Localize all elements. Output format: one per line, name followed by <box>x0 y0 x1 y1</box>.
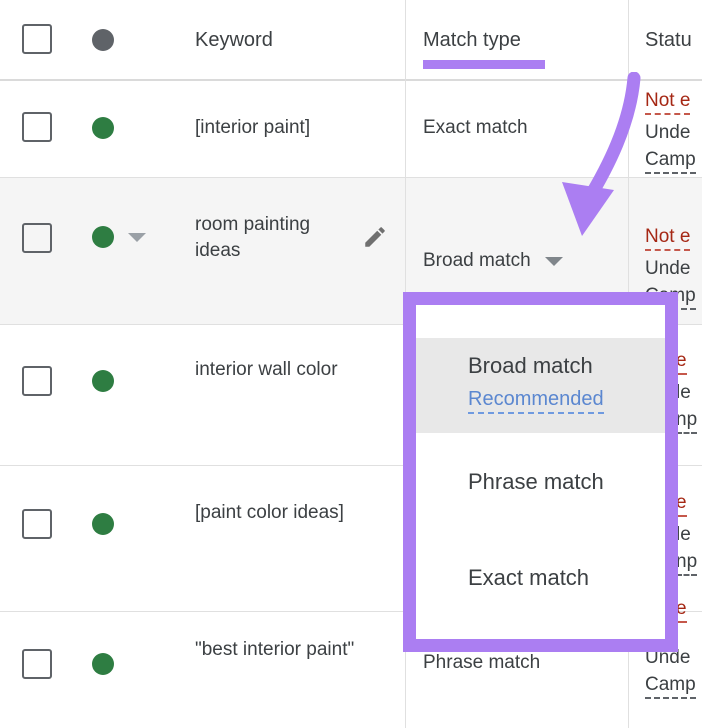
green-circle-icon <box>92 226 114 248</box>
row-keyword[interactable]: "best interior paint" <box>195 637 360 663</box>
column-header-keyword-label: Keyword <box>195 29 273 51</box>
checkbox-box <box>22 649 52 679</box>
status-line-3: Camp <box>645 147 696 174</box>
checkbox-box <box>22 223 52 253</box>
pencil-icon <box>365 227 385 247</box>
row-checkbox[interactable] <box>22 366 74 396</box>
column-header-match-type-label: Match type <box>423 29 521 51</box>
green-circle-icon <box>92 117 114 139</box>
checkbox-box <box>22 112 52 142</box>
column-header-status[interactable]: Statu <box>645 28 702 52</box>
checkbox-box <box>22 366 52 396</box>
row-status-cell[interactable]: e le np <box>676 490 698 576</box>
row-status-dot <box>92 653 166 675</box>
match-type-header-highlight-bar <box>423 60 545 69</box>
row-status-dot[interactable] <box>92 226 166 248</box>
green-circle-icon <box>92 370 114 392</box>
status-alert-text: e <box>676 348 687 375</box>
row-checkbox[interactable] <box>22 112 74 142</box>
row-status-cell[interactable]: Not e Unde Camp <box>645 88 696 174</box>
row-match-type[interactable]: Broad match <box>423 248 623 274</box>
row-keyword[interactable]: [interior paint] <box>195 115 360 141</box>
dropdown-option-broad-match[interactable]: Broad match Recommended <box>416 338 665 433</box>
grey-circle-icon <box>92 29 114 51</box>
dropdown-option-label: Phrase match <box>468 469 604 494</box>
green-circle-icon <box>92 513 114 535</box>
checkbox-box <box>22 24 52 54</box>
row-match-type[interactable]: Phrase match <box>423 650 623 676</box>
select-all-checkbox[interactable] <box>22 24 74 54</box>
column-header-status-label: Statu <box>645 29 692 51</box>
status-alert-text: Not e <box>645 224 691 251</box>
match-type-dropdown-menu[interactable]: Broad match Recommended Phrase match Exa… <box>416 305 665 639</box>
status-alert-text: e <box>676 490 687 517</box>
row-keyword-label: "best interior paint" <box>195 639 355 660</box>
column-header-match-type[interactable]: Match type <box>423 28 623 52</box>
status-line-3: np <box>676 407 698 434</box>
row-status-dot <box>92 370 166 392</box>
edit-keyword-button[interactable] <box>362 224 396 250</box>
row-checkbox[interactable] <box>22 223 74 253</box>
row-checkbox[interactable] <box>22 649 74 679</box>
row-match-type-label: Phrase match <box>423 652 541 673</box>
status-line-3: Camp <box>645 672 696 699</box>
status-line-2: Unde <box>645 258 691 279</box>
status-column-icon-header <box>92 29 166 51</box>
status-line-3: np <box>676 549 698 576</box>
row-status-cell[interactable]: e <box>676 596 687 623</box>
dropdown-option-label: Broad match <box>468 353 593 378</box>
status-alert-text: e <box>676 596 687 623</box>
dropdown-option-phrase-match[interactable]: Phrase match <box>416 459 665 509</box>
column-header-keyword[interactable]: Keyword <box>195 28 360 52</box>
status-line-2: le <box>676 524 691 545</box>
row-keyword[interactable]: [paint color ideas] <box>195 500 360 526</box>
status-line-2: le <box>676 382 691 403</box>
status-alert-text: Not e <box>645 88 691 115</box>
match-type-dropdown-callout: Broad match Recommended Phrase match Exa… <box>403 292 678 652</box>
row-keyword[interactable]: room painting ideas <box>195 212 360 264</box>
dropdown-option-label: Exact match <box>468 565 590 590</box>
row-status-dot <box>92 117 166 139</box>
row-status-dot <box>92 513 166 535</box>
row-keyword-label: [interior paint] <box>195 117 311 138</box>
row-match-type-label: Broad match <box>423 250 531 271</box>
checkbox-box <box>22 509 52 539</box>
chevron-down-icon[interactable] <box>545 257 564 267</box>
row-keyword[interactable]: interior wall color <box>195 357 360 383</box>
table-header-row: Keyword Match type Statu <box>0 0 702 81</box>
row-keyword-label: interior wall color <box>195 359 338 380</box>
table-row[interactable]: [interior paint] Exact match Not e Unde … <box>0 81 702 178</box>
row-status-cell-lines[interactable]: Unde Camp <box>645 645 696 699</box>
row-match-type-label: Exact match <box>423 117 528 138</box>
row-status-cell[interactable]: e le np <box>676 348 698 434</box>
status-line-2: Unde <box>645 122 691 143</box>
dropdown-option-exact-match[interactable]: Exact match <box>416 555 665 605</box>
row-keyword-label: room painting ideas <box>195 214 311 261</box>
green-circle-icon <box>92 653 114 675</box>
row-match-type[interactable]: Exact match <box>423 115 623 141</box>
row-keyword-label: [paint color ideas] <box>195 502 344 523</box>
row-checkbox[interactable] <box>22 509 74 539</box>
dropdown-option-recommended-badge: Recommended <box>468 386 604 414</box>
status-line-2: Unde <box>645 647 691 668</box>
chevron-down-icon[interactable] <box>128 232 147 242</box>
